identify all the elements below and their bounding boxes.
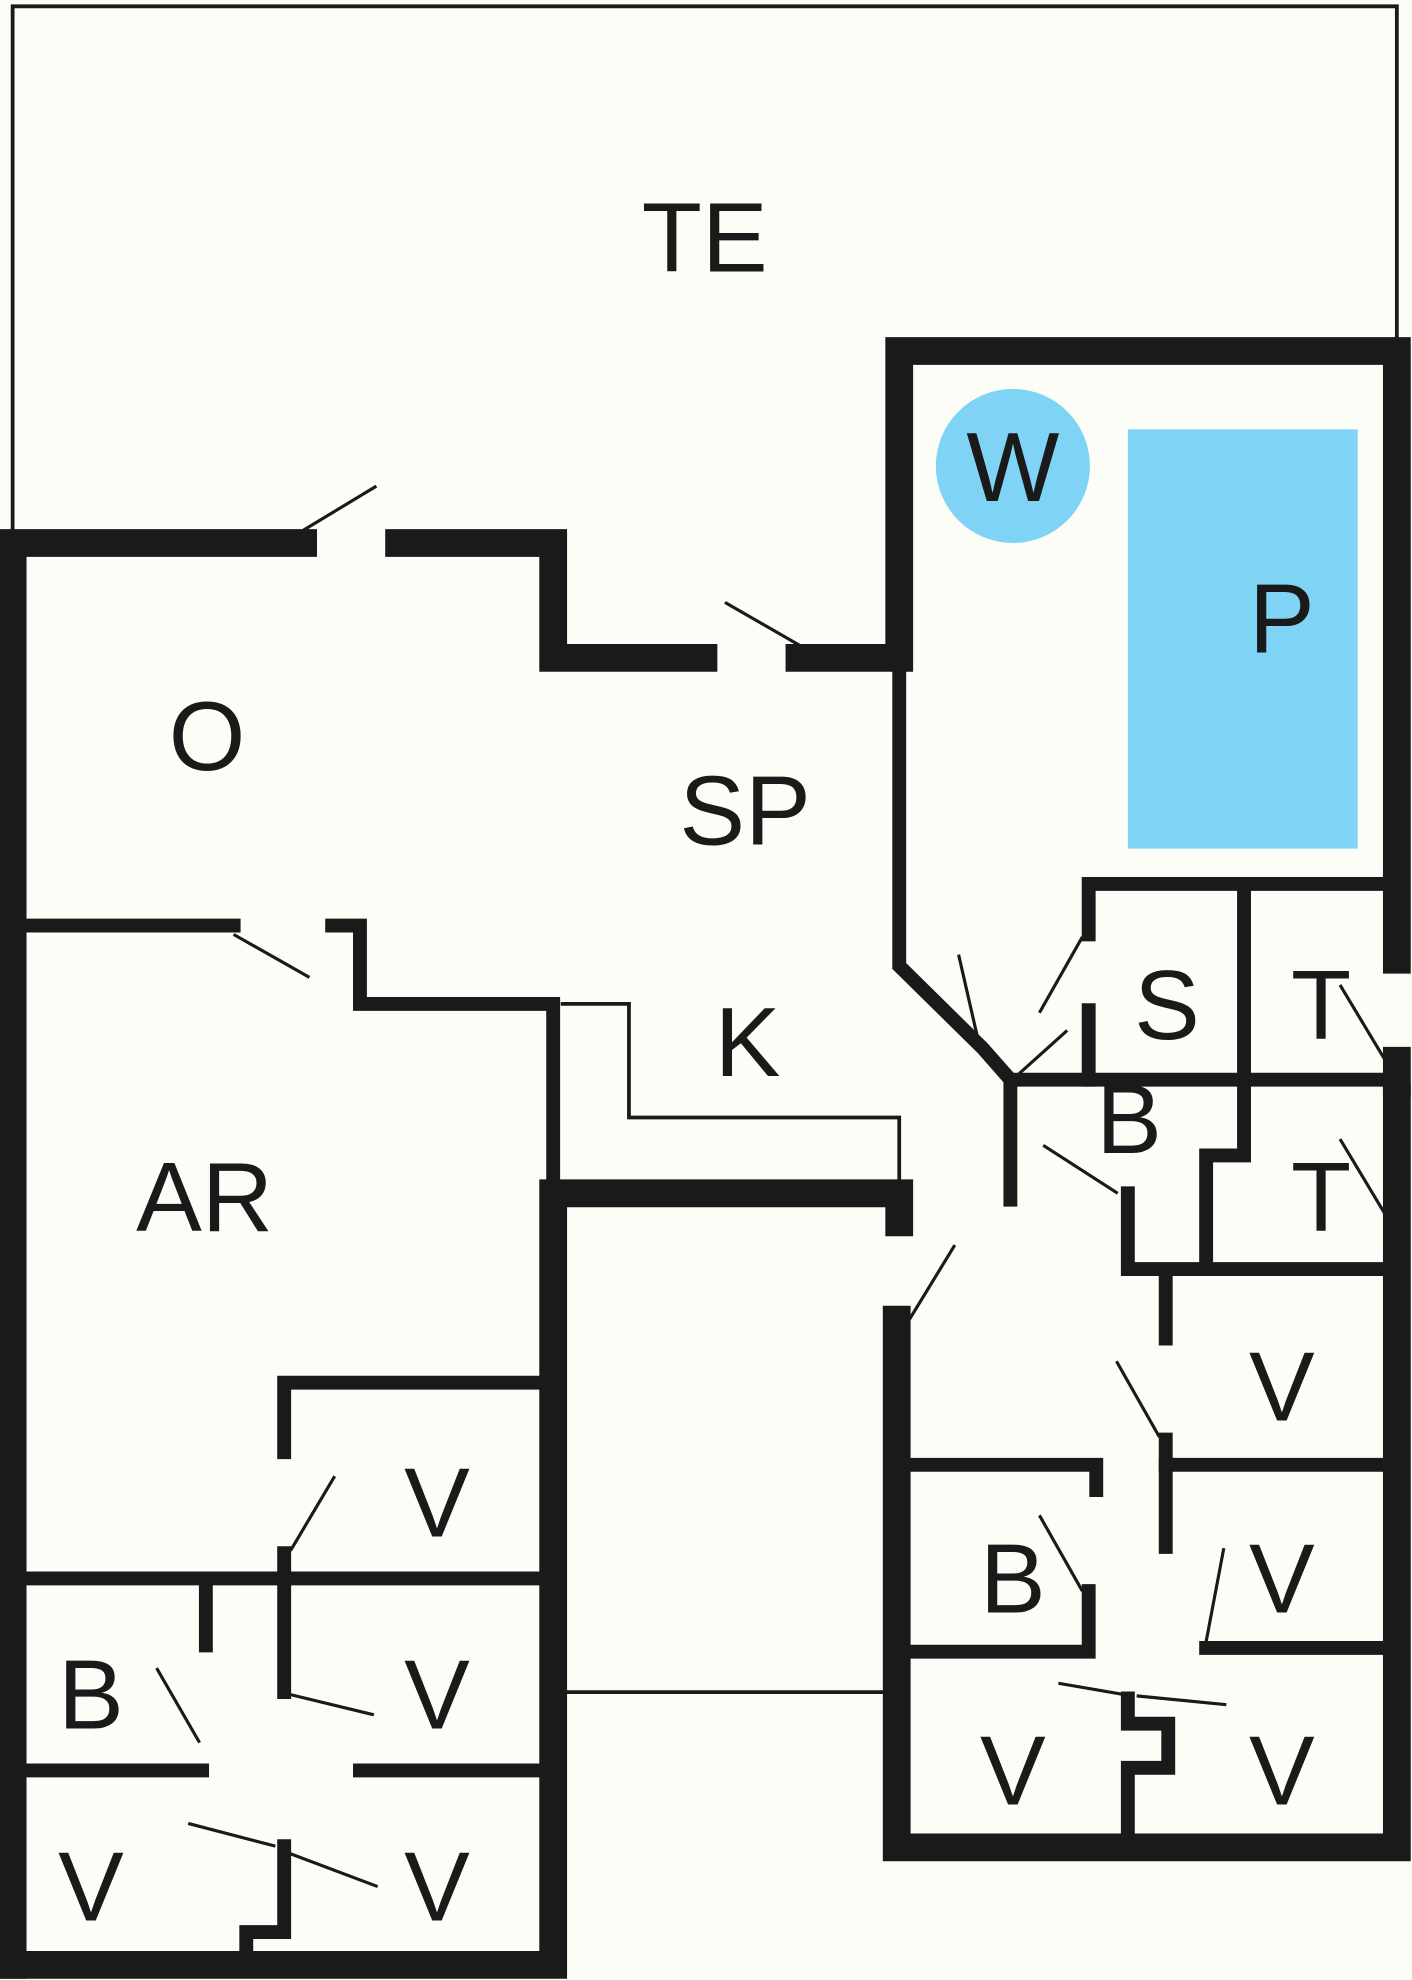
- pool: [1127, 429, 1358, 849]
- whirlpool: [935, 388, 1090, 543]
- room-label-v-r4: V: [1249, 1715, 1315, 1825]
- room-label-v-ar: V: [404, 1448, 470, 1558]
- room-label-p: P: [1249, 564, 1315, 674]
- room-label-v-left4: V: [404, 1832, 470, 1942]
- room-label-k: K: [715, 987, 781, 1097]
- walls: [0, 337, 1411, 1979]
- door-swings: [155, 484, 1387, 1889]
- room-label-v-r3: V: [980, 1715, 1046, 1825]
- room-label-v-r2: V: [1249, 1523, 1315, 1633]
- room-label-b-left: B: [58, 1640, 124, 1750]
- room-label-w: W: [966, 412, 1059, 522]
- room-label-b-right: B: [980, 1523, 1046, 1633]
- terrace-outline: [10, 4, 1399, 531]
- room-label-o: O: [169, 681, 246, 791]
- room-label-s: S: [1134, 950, 1200, 1060]
- room-label-te: TE: [642, 182, 768, 292]
- room-label-v-left3: V: [58, 1832, 124, 1942]
- room-label-v-r1: V: [1249, 1332, 1315, 1442]
- room-label-b-center: B: [1096, 1064, 1162, 1174]
- room-label-t1: T: [1291, 950, 1351, 1060]
- room-label-t2: T: [1291, 1142, 1351, 1252]
- room-label-ar: AR: [136, 1142, 273, 1252]
- room-label-sp: SP: [679, 756, 810, 866]
- room-label-v-left2: V: [404, 1640, 470, 1750]
